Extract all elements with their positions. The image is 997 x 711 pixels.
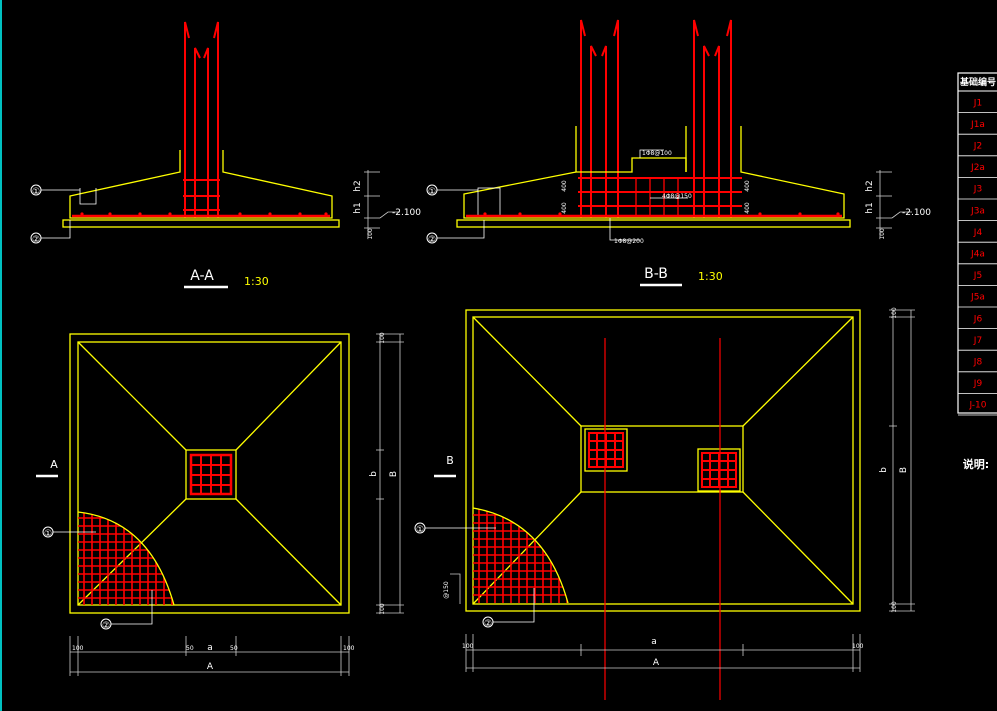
plan-b-dim-A: A xyxy=(653,658,660,668)
plan-a-dim-50-left: 50 xyxy=(186,645,194,652)
table-row-id: J-10 xyxy=(968,401,986,411)
table-row-id: J2a xyxy=(970,163,985,173)
plan-a-marker-1: ① xyxy=(44,529,52,539)
dim-400-b2: 400 xyxy=(561,202,568,214)
dim-400-b3: 400 xyxy=(744,180,751,192)
table-header: 基础编号 xyxy=(959,76,996,88)
table-row-id: J2 xyxy=(973,142,982,152)
foundation-schedule-table: 基础编号 J1J1aJ2J2aJ3J3aJ4J4aJ5J5aJ6J7J8J9J-… xyxy=(957,72,997,416)
section-b-b xyxy=(426,19,912,244)
table-row-id: J3 xyxy=(973,185,982,195)
plan-b-dim-a: a xyxy=(651,637,657,647)
dim-h1-b: h1 xyxy=(865,202,875,213)
plan-a-dim-100-top: 100 xyxy=(379,332,386,344)
table-row-id: J8 xyxy=(973,358,983,368)
plan-b-dim-b: b xyxy=(879,467,889,473)
table-row-id: J7 xyxy=(973,336,982,346)
plan-b-dim-100-top: 100 xyxy=(891,307,898,319)
dim-h2-a: h2 xyxy=(353,180,363,191)
table-row-id: J4a xyxy=(970,250,985,260)
elevation-b: -2.100 xyxy=(902,208,931,218)
plan-a-cut-label: A xyxy=(50,458,58,471)
plan-a-dim-100-bottom: 100 xyxy=(379,603,386,615)
plan-a-dim-100-right: 100 xyxy=(343,645,355,652)
plan-b-marker-1: ① xyxy=(416,525,424,535)
plan-b xyxy=(414,309,915,700)
section-a-a xyxy=(30,21,400,244)
plan-a-dim-b: b xyxy=(369,471,379,477)
dim-400-b1: 400 xyxy=(561,180,568,192)
rebar-note-top: 1Φ8@100 xyxy=(642,150,672,157)
plan-b-dim-100-bottom: 100 xyxy=(891,601,898,613)
plan-a-dim-B: B xyxy=(389,471,399,477)
section-a-scale: 1:30 xyxy=(244,275,269,288)
plan-b-dim-B: B xyxy=(899,467,909,473)
plan-a-dim-100-left: 100 xyxy=(72,645,84,652)
dim-h2-b: h2 xyxy=(865,180,875,191)
marker-2-a: ② xyxy=(32,235,40,245)
dim-100-b: 100 xyxy=(879,228,886,240)
table-row-id: J3a xyxy=(970,206,985,216)
dim-100-a: 100 xyxy=(367,228,374,240)
plan-b-dim-100-right: 100 xyxy=(852,643,864,650)
plan-a-dim-A: A xyxy=(207,662,214,672)
elevation-a: -2.100 xyxy=(392,208,421,218)
plan-a-dim-50-right: 50 xyxy=(230,645,238,652)
section-b-title: B-B xyxy=(644,266,668,282)
plan-a xyxy=(36,333,404,676)
plan-a-marker-2: ② xyxy=(102,621,110,631)
rebar-note-bottom: 1Φ8@200 xyxy=(614,238,644,245)
plan-b-dim-spacing: @150 xyxy=(443,581,450,599)
table-row-id: J5a xyxy=(970,293,985,303)
marker-1-b: ① xyxy=(428,187,436,197)
table-row-id: J5 xyxy=(973,271,982,281)
table-row-id: J1a xyxy=(970,120,985,130)
notes-label: 说明: xyxy=(963,457,989,471)
table-row-id: J1 xyxy=(973,98,982,108)
section-a-title: A-A xyxy=(190,268,214,284)
section-b-scale: 1:30 xyxy=(698,270,723,283)
dim-400-b4: 400 xyxy=(744,202,751,214)
table-row-id: J9 xyxy=(973,379,983,389)
marker-1-a: ① xyxy=(32,187,40,197)
plan-a-dim-a: a xyxy=(207,643,213,653)
rebar-note-mid: 4Φ8@150 xyxy=(662,193,692,200)
plan-b-marker-2: ② xyxy=(484,619,492,629)
plan-b-dim-100-left: 100 xyxy=(462,643,474,650)
plan-b-cut-label: B xyxy=(446,454,454,467)
table-row-id: J4 xyxy=(973,228,983,238)
table-row-id: J6 xyxy=(973,314,983,324)
dim-h1-a: h1 xyxy=(353,202,363,213)
marker-2-b: ② xyxy=(428,235,436,245)
